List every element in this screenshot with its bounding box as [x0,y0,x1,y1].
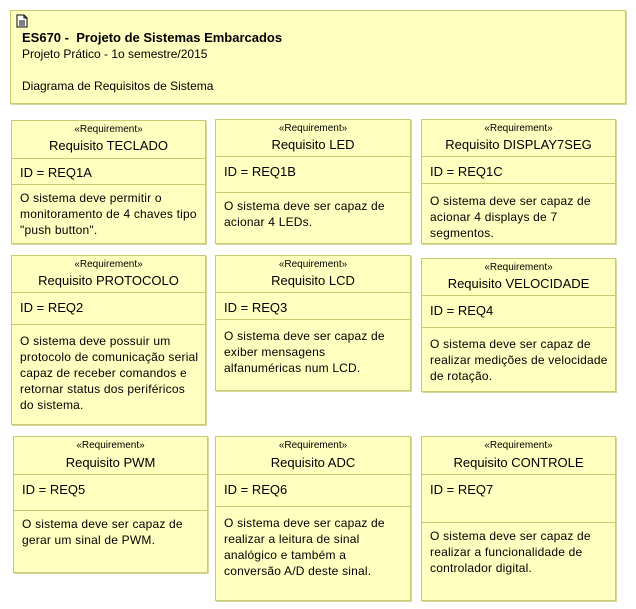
requirement-pwm[interactable]: «Requirement» Requisito PWM ID = REQ5 O … [13,436,208,573]
requirement-stereotype: «Requirement» [278,440,348,451]
document-icon [16,14,28,28]
requirement-text: O sistema deve ser capaz de exiber mensa… [224,329,385,375]
requirement-id: ID = REQ5 [22,482,86,497]
requirement-stereotype: «Requirement» [484,262,553,273]
requirement-id: ID = REQ4 [430,303,494,318]
requirement-controle[interactable]: «Requirement» Requisito CONTROLE ID = RE… [421,436,616,601]
requirement-stereotype: «Requirement» [278,123,348,134]
requirement-id: ID = REQ2 [20,300,84,315]
requirement-name: Requisito PWM [65,455,156,470]
diagram-header-note[interactable]: ES670 - Projeto de Sistemas Embarcados P… [10,10,626,104]
requirement-stereotype: «Requirement» [74,124,143,135]
requirement-text: O sistema deve ser capaz de acionar 4 di… [430,194,591,240]
requirement-display7seg[interactable]: «Requirement» Requisito DISPLAY7SEG ID =… [421,119,616,244]
diagram-description: Diagrama de Requisitos de Sistema [22,79,214,93]
requirement-divider [12,184,205,185]
requirement-text: O sistema deve permitir o monitoramento … [20,191,197,237]
requirement-velocidade[interactable]: «Requirement» Requisito VELOCIDADE ID = … [421,258,616,392]
diagram-title: ES670 - Projeto de Sistemas Embarcados [22,30,283,45]
requirement-divider [216,319,410,320]
requirement-divider [12,158,205,159]
requirement-stereotype: «Requirement» [484,123,553,134]
requirement-stereotype: «Requirement» [484,440,553,451]
requirement-stereotype: «Requirement» [74,259,143,270]
requirement-divider [422,295,615,296]
requirement-text: O sistema deve ser capaz de realizar a f… [430,529,591,575]
requirement-id: ID = REQ1B [224,164,296,179]
requirement-divider [422,327,615,328]
requirement-divider [216,292,410,293]
requirement-stereotype: «Requirement» [76,440,145,451]
requirement-name: Requisito LCD [271,273,355,288]
requirement-text: O sistema deve ser capaz de realizar a l… [224,516,385,578]
requirement-divider [12,292,205,293]
requirement-text: O sistema deve ser capaz de acionar 4 LE… [224,199,385,229]
requirement-divider [422,183,615,184]
requirement-id: ID = REQ7 [430,482,494,497]
requirement-divider [422,522,615,523]
requirement-name: Requisito DISPLAY7SEG [445,137,592,152]
requirement-name: Requisito PROTOCOLO [38,273,179,288]
requirement-text: O sistema deve ser capaz de realizar med… [430,337,608,383]
requirement-stereotype: «Requirement» [278,259,348,270]
requirement-divider [422,474,615,475]
requirement-adc[interactable]: «Requirement» Requisito ADC ID = REQ6 O … [215,436,411,601]
requirement-name: Requisito VELOCIDADE [447,276,590,291]
requirement-name: Requisito ADC [270,455,356,470]
requirement-led[interactable]: «Requirement» Requisito LED ID = REQ1B O… [215,119,411,244]
requirement-divider [216,506,410,507]
requirement-name: Requisito TECLADO [49,138,168,153]
requirement-id: ID = REQ6 [224,482,288,497]
requirement-id: ID = REQ1A [20,165,92,180]
requirement-id: ID = REQ1C [430,164,503,179]
requirement-protocolo[interactable]: «Requirement» Requisito PROTOCOLO ID = R… [11,255,206,425]
requirement-divider [216,192,410,193]
requirement-divider [216,156,410,157]
requirement-divider [14,510,207,511]
requirement-text: O sistema deve ser capaz de gerar um sin… [22,517,183,547]
requirement-teclado[interactable]: «Requirement» Requisito TECLADO ID = REQ… [11,120,206,244]
requirement-lcd[interactable]: «Requirement» Requisito LCD ID = REQ3 O … [215,255,411,391]
requirement-name: Requisito CONTROLE [453,455,584,470]
requirement-text: O sistema deve possuir um protocolo de c… [20,334,199,412]
requirement-divider [12,324,205,325]
diagram-subtitle: Projeto Prático - 1o semestre/2015 [22,47,208,61]
requirement-id: ID = REQ3 [224,300,288,315]
requirement-divider [216,474,410,475]
requirement-divider [422,156,615,157]
requirement-divider [14,474,207,475]
requirement-name: Requisito LED [271,137,355,152]
